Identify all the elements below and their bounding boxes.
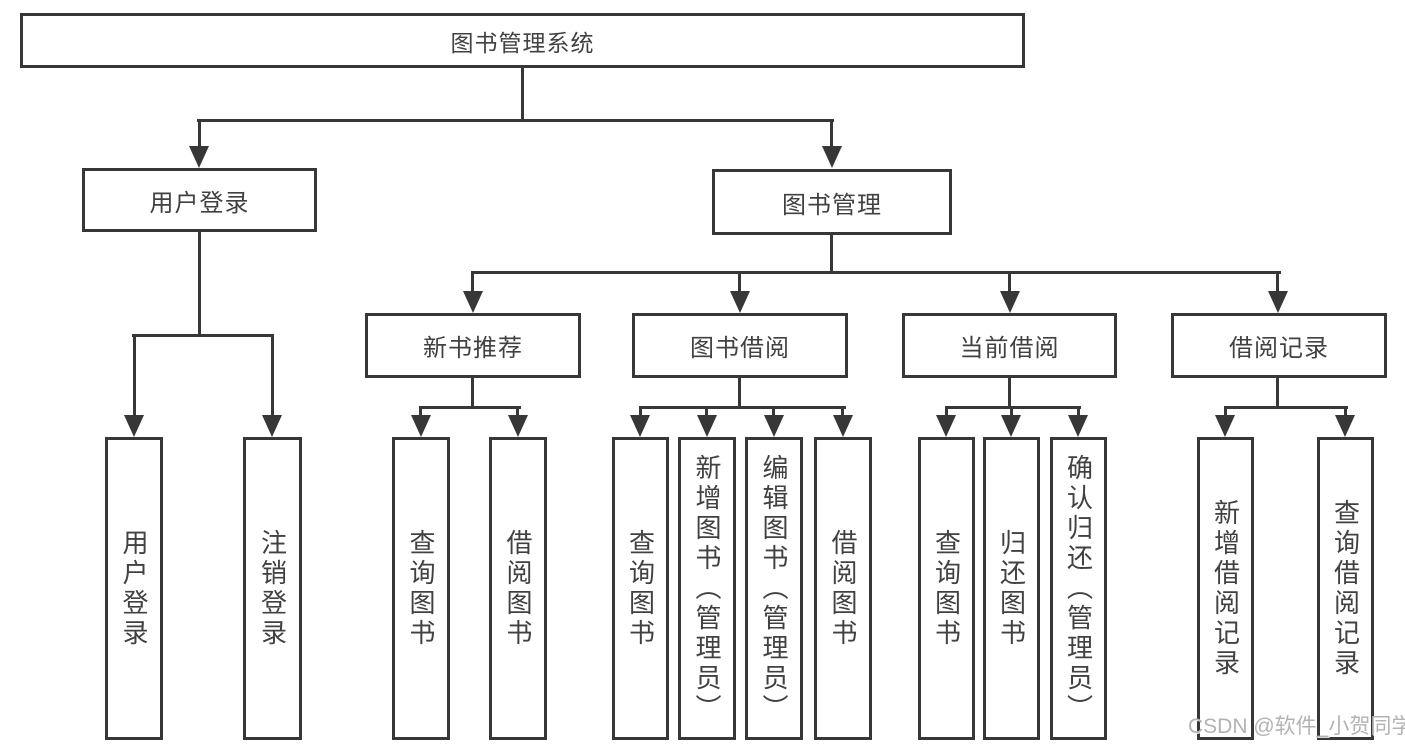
node-label: 用户登录 bbox=[149, 189, 250, 217]
arrow-down-icon bbox=[730, 291, 750, 313]
arrow-down-icon bbox=[1000, 291, 1020, 313]
connector-line bbox=[772, 406, 775, 418]
connector-line bbox=[738, 271, 741, 293]
connector-line bbox=[419, 406, 521, 409]
leaf-user-login: 用户登录 bbox=[105, 437, 163, 740]
connector-line bbox=[198, 230, 201, 336]
leaf-query-borrow-record: 查询借阅记录 bbox=[1317, 437, 1374, 740]
connector-line bbox=[830, 233, 833, 274]
connector-line bbox=[1077, 406, 1080, 418]
node-label: 图书管理系统 bbox=[450, 29, 595, 56]
arrow-down-icon bbox=[463, 291, 483, 313]
leaf-label: 确认归还（管理员） bbox=[1063, 453, 1094, 724]
connector-line bbox=[471, 271, 474, 293]
node-label: 新书推荐 bbox=[423, 335, 523, 362]
node-label: 借阅记录 bbox=[1229, 335, 1329, 362]
connector-line bbox=[1276, 271, 1279, 293]
arrow-down-icon bbox=[936, 415, 956, 437]
leaf-label: 查询图书 bbox=[625, 528, 656, 649]
node-book-management-module: 图书管理 bbox=[712, 169, 952, 235]
leaf-label: 新增图书（管理员） bbox=[692, 453, 722, 724]
leaf-add-book-admin: 新增图书（管理员） bbox=[678, 437, 736, 740]
connector-line bbox=[198, 119, 201, 148]
leaf-query-books-borrowing: 查询图书 bbox=[612, 437, 669, 740]
connector-line bbox=[133, 334, 136, 417]
connector-line bbox=[945, 406, 1081, 409]
connector-line bbox=[197, 119, 834, 122]
leaf-label: 查询图书 bbox=[931, 528, 962, 649]
node-new-book-recommend: 新书推荐 bbox=[365, 313, 581, 378]
arrow-down-icon bbox=[822, 146, 842, 168]
leaf-label: 借阅图书 bbox=[828, 528, 858, 649]
arrow-down-icon bbox=[189, 146, 209, 168]
leaf-label: 归还图书 bbox=[996, 528, 1027, 649]
connector-line bbox=[1008, 271, 1011, 293]
arrow-down-icon bbox=[124, 415, 144, 437]
connector-line bbox=[830, 119, 833, 148]
connector-line bbox=[419, 406, 422, 418]
arrow-down-icon bbox=[1215, 415, 1235, 437]
connector-line bbox=[639, 406, 642, 418]
connector-line bbox=[1276, 376, 1279, 408]
leaf-label: 查询图书 bbox=[406, 528, 436, 649]
leaf-return-books: 归还图书 bbox=[983, 437, 1040, 740]
node-user-login-module: 用户登录 bbox=[82, 168, 317, 232]
arrow-down-icon bbox=[833, 415, 853, 437]
leaf-borrow-books-recommend: 借阅图书 bbox=[489, 437, 547, 740]
connector-line bbox=[1344, 406, 1347, 418]
leaf-label: 新增借阅记录 bbox=[1210, 498, 1241, 679]
node-library-system-root: 图书管理系统 bbox=[20, 13, 1025, 68]
arrow-down-icon bbox=[697, 415, 717, 437]
leaf-label: 查询借阅记录 bbox=[1330, 498, 1361, 679]
node-book-borrowing: 图书借阅 bbox=[632, 313, 848, 378]
leaf-borrow-books: 借阅图书 bbox=[814, 437, 872, 740]
leaf-confirm-return-admin: 确认归还（管理员） bbox=[1050, 437, 1107, 740]
node-label: 当前借阅 bbox=[959, 335, 1060, 362]
leaf-add-borrow-record: 新增借阅记录 bbox=[1197, 437, 1254, 740]
node-label: 图书借阅 bbox=[690, 335, 790, 362]
csdn-watermark: CSDN @软件_小贺同学 bbox=[1188, 715, 1405, 738]
node-borrow-records: 借阅记录 bbox=[1171, 313, 1387, 378]
arrow-down-icon bbox=[764, 415, 784, 437]
arrow-down-icon bbox=[1335, 415, 1355, 437]
connector-line bbox=[705, 406, 708, 418]
leaf-label: 用户登录 bbox=[119, 528, 149, 649]
connector-line bbox=[738, 376, 741, 408]
node-label: 图书管理 bbox=[782, 191, 882, 219]
connector-line bbox=[639, 406, 846, 409]
arrow-down-icon bbox=[411, 415, 431, 437]
connector-line bbox=[132, 334, 274, 337]
connector-line bbox=[1224, 406, 1227, 418]
connector-line bbox=[945, 406, 948, 418]
connector-line bbox=[471, 271, 1281, 274]
connector-line bbox=[1008, 376, 1011, 408]
arrow-down-icon bbox=[508, 415, 528, 437]
leaf-label: 注销登录 bbox=[257, 528, 288, 649]
leaf-edit-book-admin: 编辑图书（管理员） bbox=[745, 437, 803, 740]
leaf-label: 编辑图书（管理员） bbox=[759, 453, 789, 724]
connector-line bbox=[516, 406, 519, 418]
connector-line bbox=[521, 66, 524, 122]
leaf-label: 借阅图书 bbox=[503, 528, 533, 649]
arrow-down-icon bbox=[1268, 291, 1288, 313]
connector-line bbox=[471, 376, 474, 408]
connector-line bbox=[841, 406, 844, 418]
connector-line bbox=[271, 334, 274, 417]
arrow-down-icon bbox=[630, 415, 650, 437]
leaf-query-books-recommend: 查询图书 bbox=[392, 437, 450, 740]
leaf-logout: 注销登录 bbox=[243, 437, 302, 740]
arrow-down-icon bbox=[1001, 415, 1021, 437]
connector-line bbox=[1010, 406, 1013, 418]
arrow-down-icon bbox=[262, 415, 282, 437]
connector-line bbox=[1224, 406, 1348, 409]
leaf-query-books-current: 查询图书 bbox=[918, 437, 975, 740]
node-current-borrowing: 当前借阅 bbox=[902, 313, 1117, 378]
arrow-down-icon bbox=[1068, 415, 1088, 437]
